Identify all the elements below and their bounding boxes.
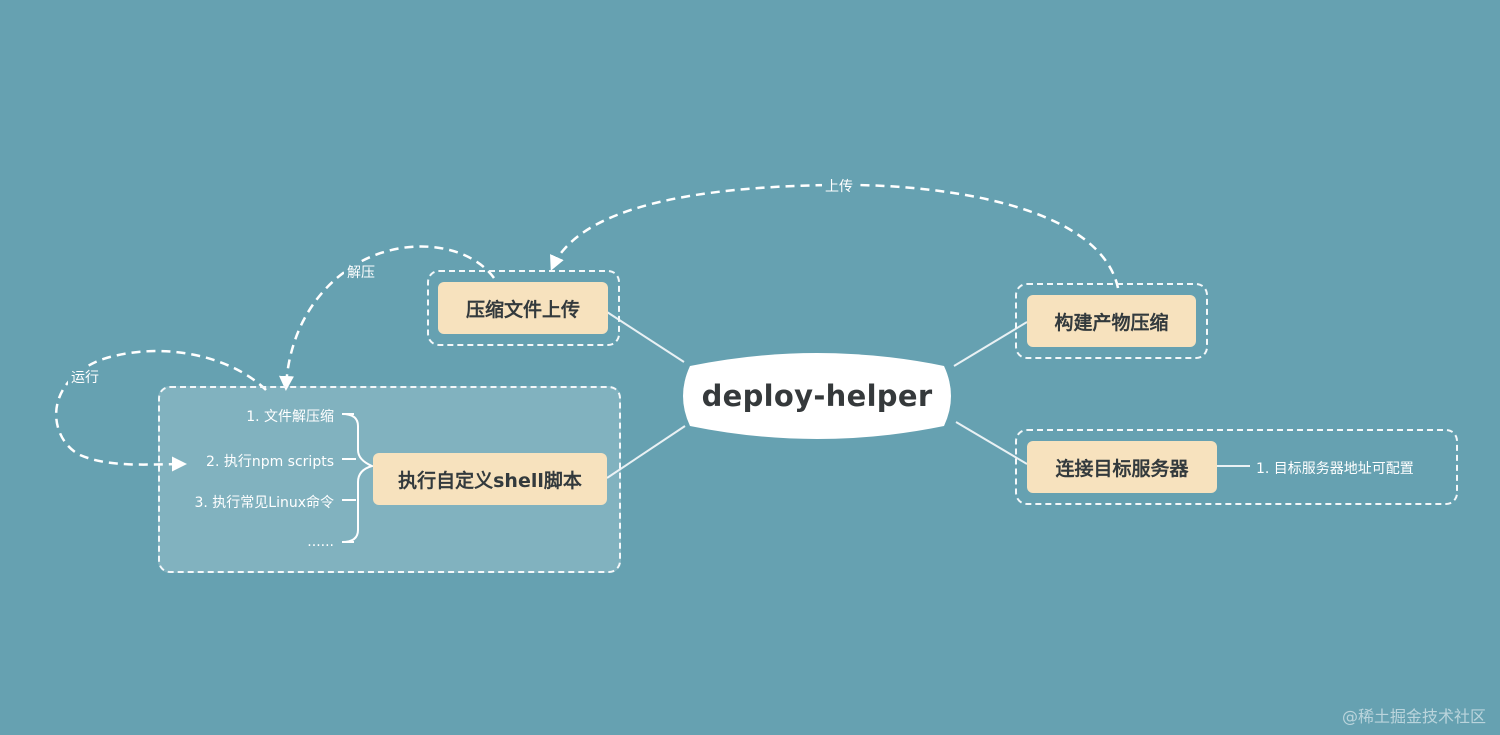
detail-connect-server-1: 1. 目标服务器地址可配置 xyxy=(1256,461,1414,477)
edge-label-unzip: 解压 xyxy=(344,262,378,282)
edge-label-run: 运行 xyxy=(68,367,102,387)
edge-label-upload: 上传 xyxy=(822,176,856,196)
group-connect-server xyxy=(1015,429,1458,505)
group-compress-upload xyxy=(427,270,620,346)
details-brace xyxy=(341,413,375,543)
relation-run-arrow xyxy=(54,349,267,472)
link-center-build-compress xyxy=(953,321,1028,367)
node-connect-server[interactable]: 连接目标服务器 xyxy=(1027,441,1217,493)
watermark: @稀土掘金技术社区 xyxy=(1341,707,1486,726)
center-node-shape xyxy=(683,353,951,439)
group-build-compress xyxy=(1015,283,1208,359)
node-build-compress[interactable]: 构建产物压缩 xyxy=(1027,295,1196,347)
detail-run-shell-2: 2. 执行npm scripts xyxy=(206,454,334,470)
detail-run-shell-4: ...... xyxy=(307,534,334,550)
detail-run-shell-3: 3. 执行常见Linux命令 xyxy=(194,495,334,511)
node-compress-upload[interactable]: 压缩文件上传 xyxy=(438,282,608,334)
center-node[interactable]: deploy-helper xyxy=(701,379,933,413)
relation-upload-arrow xyxy=(550,183,1120,289)
node-run-shell[interactable]: 执行自定义shell脚本 xyxy=(373,453,607,505)
detail-run-shell-1: 1. 文件解压缩 xyxy=(246,409,334,425)
